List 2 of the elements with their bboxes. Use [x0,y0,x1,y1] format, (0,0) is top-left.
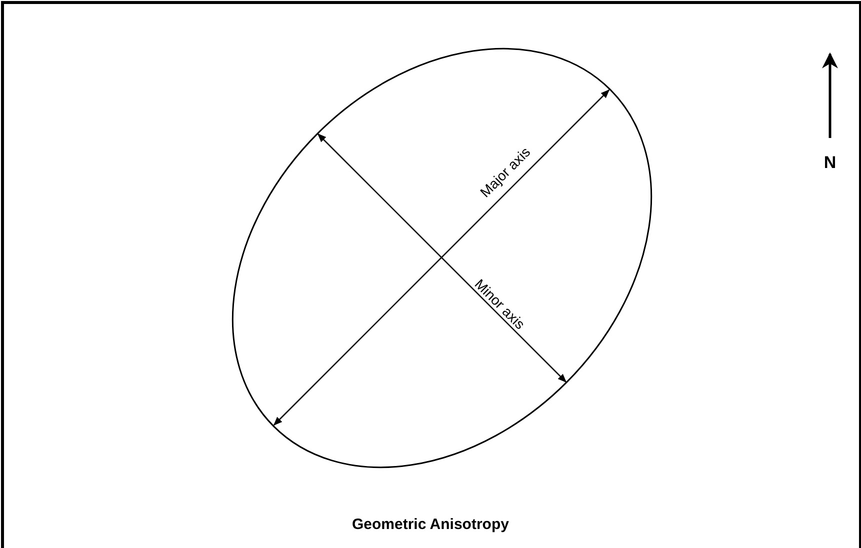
compass-label: N [824,153,836,173]
diagram-title: Geometric Anisotropy [351,516,510,533]
